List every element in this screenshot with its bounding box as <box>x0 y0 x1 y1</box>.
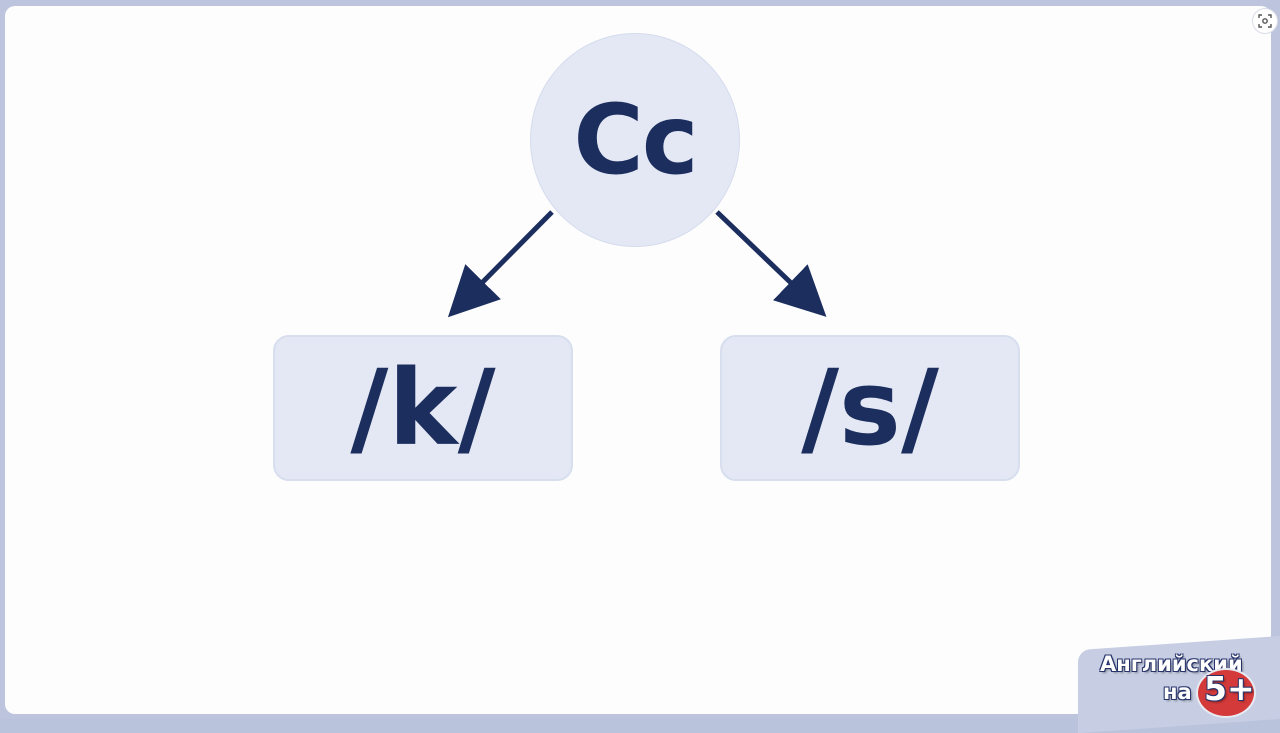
root-node-cc: Cc <box>530 33 740 247</box>
child-node-s-label: /s/ <box>801 347 939 469</box>
child-node-s: /s/ <box>720 335 1020 481</box>
child-node-k-label: /k/ <box>350 347 496 469</box>
child-node-k: /k/ <box>273 335 573 481</box>
channel-logo: Английский на 5+ <box>1100 650 1270 716</box>
logo-badge <box>1198 670 1254 716</box>
screenshot-button[interactable] <box>1252 8 1278 34</box>
root-node-label: Cc <box>573 84 698 196</box>
screenshot-icon <box>1258 14 1272 28</box>
logo-number: 5+ <box>1204 669 1255 708</box>
logo-line2: на <box>1163 680 1192 704</box>
